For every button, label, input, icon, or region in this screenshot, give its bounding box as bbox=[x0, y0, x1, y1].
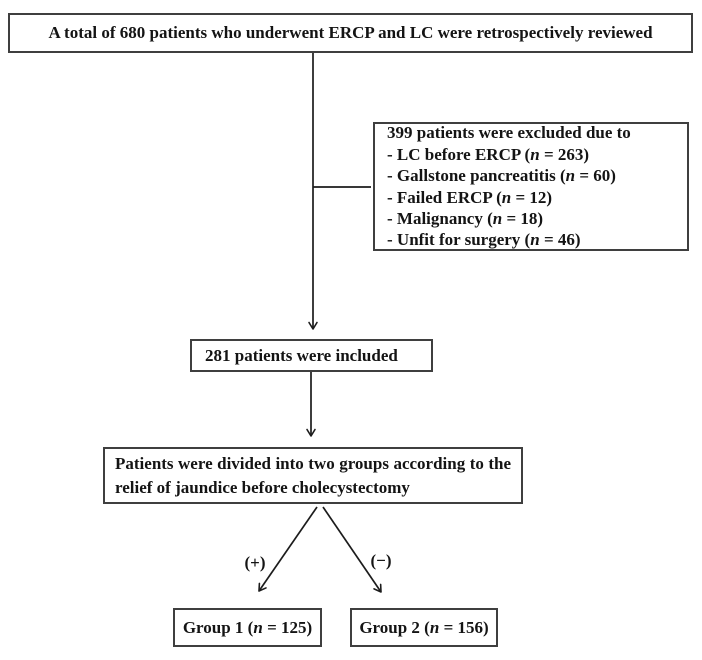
box-total-patients: A total of 680 patients who underwent ER… bbox=[8, 13, 693, 53]
box-divided-groups-text: Patients were divided into two groups ac… bbox=[115, 453, 511, 497]
box-group-2-text: Group 2 (n = 156) bbox=[359, 617, 489, 637]
exclusion-item: - LC before ERCP (n = 263) bbox=[387, 144, 590, 164]
branch-label-positive: (+) bbox=[244, 553, 266, 572]
box-total-patients-text: A total of 680 patients who underwent ER… bbox=[48, 23, 653, 42]
exclusion-title: 399 patients were excluded due to bbox=[387, 123, 631, 143]
box-group-1: Group 1 (n = 125) bbox=[173, 608, 322, 647]
arrow-divided-to-group1 bbox=[258, 506, 318, 592]
box-group-2: Group 2 (n = 156) bbox=[350, 608, 498, 647]
exclusion-item: - Unfit for surgery (n = 46) bbox=[387, 230, 581, 250]
branch-label-negative: (−) bbox=[370, 551, 392, 570]
box-excluded-patients: 399 patients were excluded due to - LC b… bbox=[373, 122, 689, 251]
box-divided-groups: Patients were divided into two groups ac… bbox=[103, 447, 523, 504]
exclusion-item: - Malignancy (n = 18) bbox=[387, 208, 544, 228]
box-group-1-text: Group 1 (n = 125) bbox=[182, 617, 313, 637]
arrow-divided-to-group2 bbox=[322, 506, 382, 593]
box-included-patients-text: 281 patients were included bbox=[205, 345, 398, 365]
exclusion-item: - Failed ERCP (n = 12) bbox=[387, 187, 553, 207]
exclusion-item: - Gallstone pancreatitis (n = 60) bbox=[387, 166, 616, 186]
box-included-patients: 281 patients were included bbox=[190, 339, 433, 372]
